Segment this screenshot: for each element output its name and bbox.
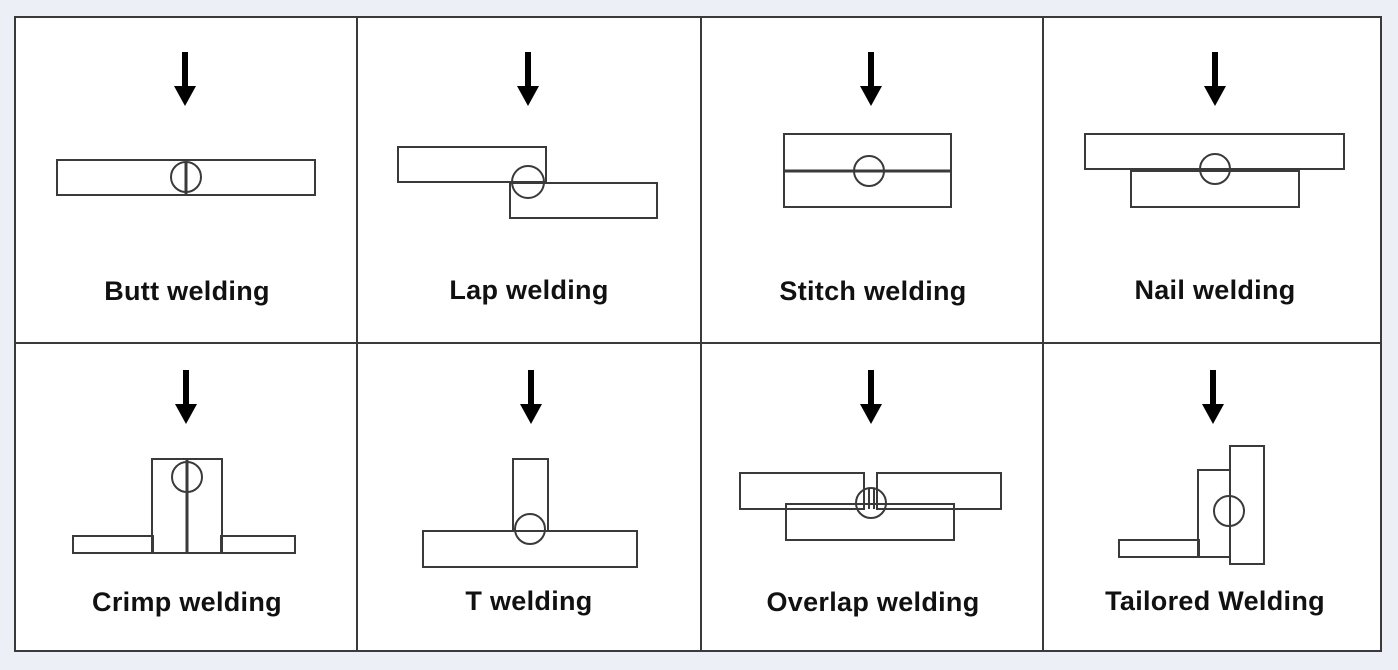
label-crimp-welding: Crimp welding — [92, 587, 282, 617]
label-lap-welding: Lap welding — [449, 275, 609, 305]
label-overlap-welding: Overlap welding — [766, 587, 980, 617]
tailored-joint-icon — [1118, 370, 1265, 565]
nail-joint-icon — [1084, 52, 1345, 208]
welding-types-table: Butt welding Lap welding Stitch welding — [14, 16, 1382, 652]
overlap-joint-icon — [739, 370, 1002, 541]
cell-crimp-welding: Crimp welding — [16, 344, 358, 662]
cell-tailored-welding: Tailored Welding — [1044, 344, 1386, 662]
lap-joint-icon — [397, 52, 658, 219]
crimp-joint-icon — [72, 370, 296, 554]
column-divider — [700, 18, 702, 650]
cell-stitch-welding: Stitch welding — [702, 18, 1044, 336]
label-butt-welding: Butt welding — [104, 276, 270, 306]
stitch-joint-icon — [783, 52, 952, 208]
cell-lap-welding: Lap welding — [358, 18, 700, 336]
column-divider — [1042, 18, 1044, 650]
t-joint-icon — [422, 370, 638, 568]
table-grid — [16, 18, 1380, 650]
label-stitch-welding: Stitch welding — [779, 276, 967, 306]
column-divider — [356, 18, 358, 650]
cell-nail-welding: Nail welding — [1044, 18, 1386, 336]
label-t-welding: T welding — [465, 586, 593, 616]
row-divider — [16, 342, 1380, 344]
label-nail-welding: Nail welding — [1134, 275, 1296, 305]
cell-butt-welding: Butt welding — [16, 18, 358, 336]
butt-joint-icon — [56, 52, 316, 196]
label-tailored-welding: Tailored Welding — [1105, 586, 1325, 616]
cell-t-welding: T welding — [358, 344, 700, 662]
cell-overlap-welding: Overlap welding — [702, 344, 1044, 662]
